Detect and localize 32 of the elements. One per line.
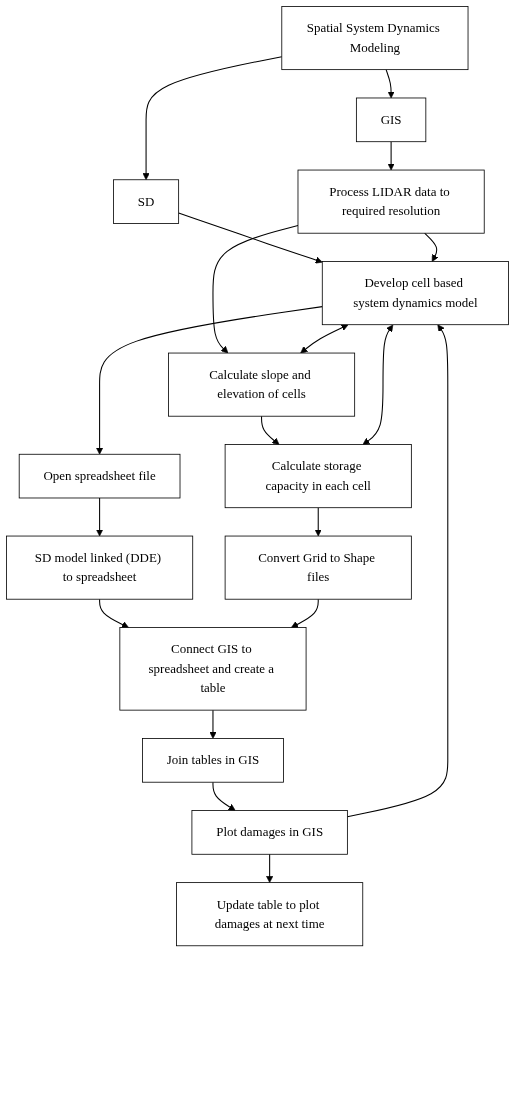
node-box: Process LIDAR data to required resolution <box>297 169 485 234</box>
arrow <box>209 709 217 739</box>
arrow <box>291 598 319 628</box>
arrow <box>178 212 323 264</box>
node-box: SD <box>113 179 180 224</box>
node-box: Develop cell based system dynamics model <box>321 261 509 326</box>
arrow <box>212 781 236 811</box>
node-box: SD model linked (DDE) to spreadsheet <box>6 535 194 600</box>
node-box: Convert Grid to Shape files <box>224 535 412 600</box>
arrow <box>142 56 283 181</box>
arrow <box>314 507 322 537</box>
arrow <box>261 415 280 445</box>
arrow <box>424 232 439 262</box>
arrow <box>362 324 394 445</box>
arrow <box>346 324 449 818</box>
arrow <box>99 598 129 628</box>
arrow <box>96 497 104 537</box>
arrow <box>385 69 395 99</box>
arrow <box>96 306 323 455</box>
node-box: Connect GIS to spreadsheet and create a table <box>119 627 307 711</box>
node-box: Calculate storage capacity in each cell <box>224 444 412 509</box>
node-box: Calculate slope and elevation of cells <box>168 352 356 417</box>
arrow <box>266 853 274 883</box>
node-box: Plot damages in GIS <box>191 810 348 855</box>
arrow <box>212 225 299 354</box>
arrow <box>387 141 395 171</box>
node-box: Update table to plot damages at next time <box>176 882 364 947</box>
node-box: Spatial System Dynamics Modeling <box>281 6 469 71</box>
node-box: GIS <box>355 97 427 143</box>
arrow <box>300 324 349 354</box>
node-box: Open spreadsheet file <box>18 453 181 499</box>
node-box: Join tables in GIS <box>142 738 284 783</box>
